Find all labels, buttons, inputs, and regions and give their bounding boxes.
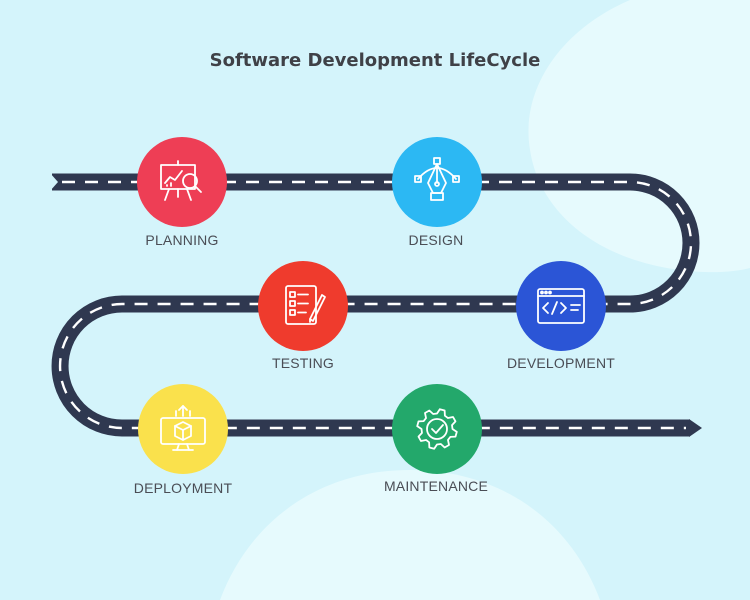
presentation-board-magnifier-icon	[160, 160, 202, 201]
checklist-pencil-icon	[285, 285, 326, 325]
gear-outline	[416, 408, 458, 450]
diagram-title: Software Development LifeCycle	[209, 50, 541, 71]
code-window-icon	[537, 288, 585, 324]
road-end-arrow	[689, 419, 702, 437]
road-center-dashes	[58, 180, 693, 430]
stage-planning-label: PLANNING	[145, 232, 219, 248]
stage-design-circle	[392, 137, 482, 227]
stage-maintenance-label: MAINTENANCE	[383, 478, 489, 494]
stage-development-label: DEVELOPMENT	[507, 355, 615, 371]
stage-planning-circle	[137, 137, 227, 227]
background-blob-bottom-left	[220, 470, 600, 600]
stage-design-label: DESIGN	[408, 232, 464, 248]
pen-tool-bezier-icon	[414, 157, 460, 201]
background-blob-top-right	[528, 0, 750, 273]
stage-maintenance-circle	[392, 384, 482, 474]
monitor-box-upload-icon	[160, 405, 206, 451]
stage-testing-circle	[258, 261, 348, 351]
road-start-notch	[50, 173, 58, 191]
stage-deployment-circle	[138, 384, 228, 474]
stage-deployment-label: DEPLOYMENT	[133, 480, 233, 496]
gear-check-icon	[416, 408, 458, 450]
stage-development-circle	[516, 261, 606, 351]
stage-testing-label: TESTING	[271, 355, 335, 371]
